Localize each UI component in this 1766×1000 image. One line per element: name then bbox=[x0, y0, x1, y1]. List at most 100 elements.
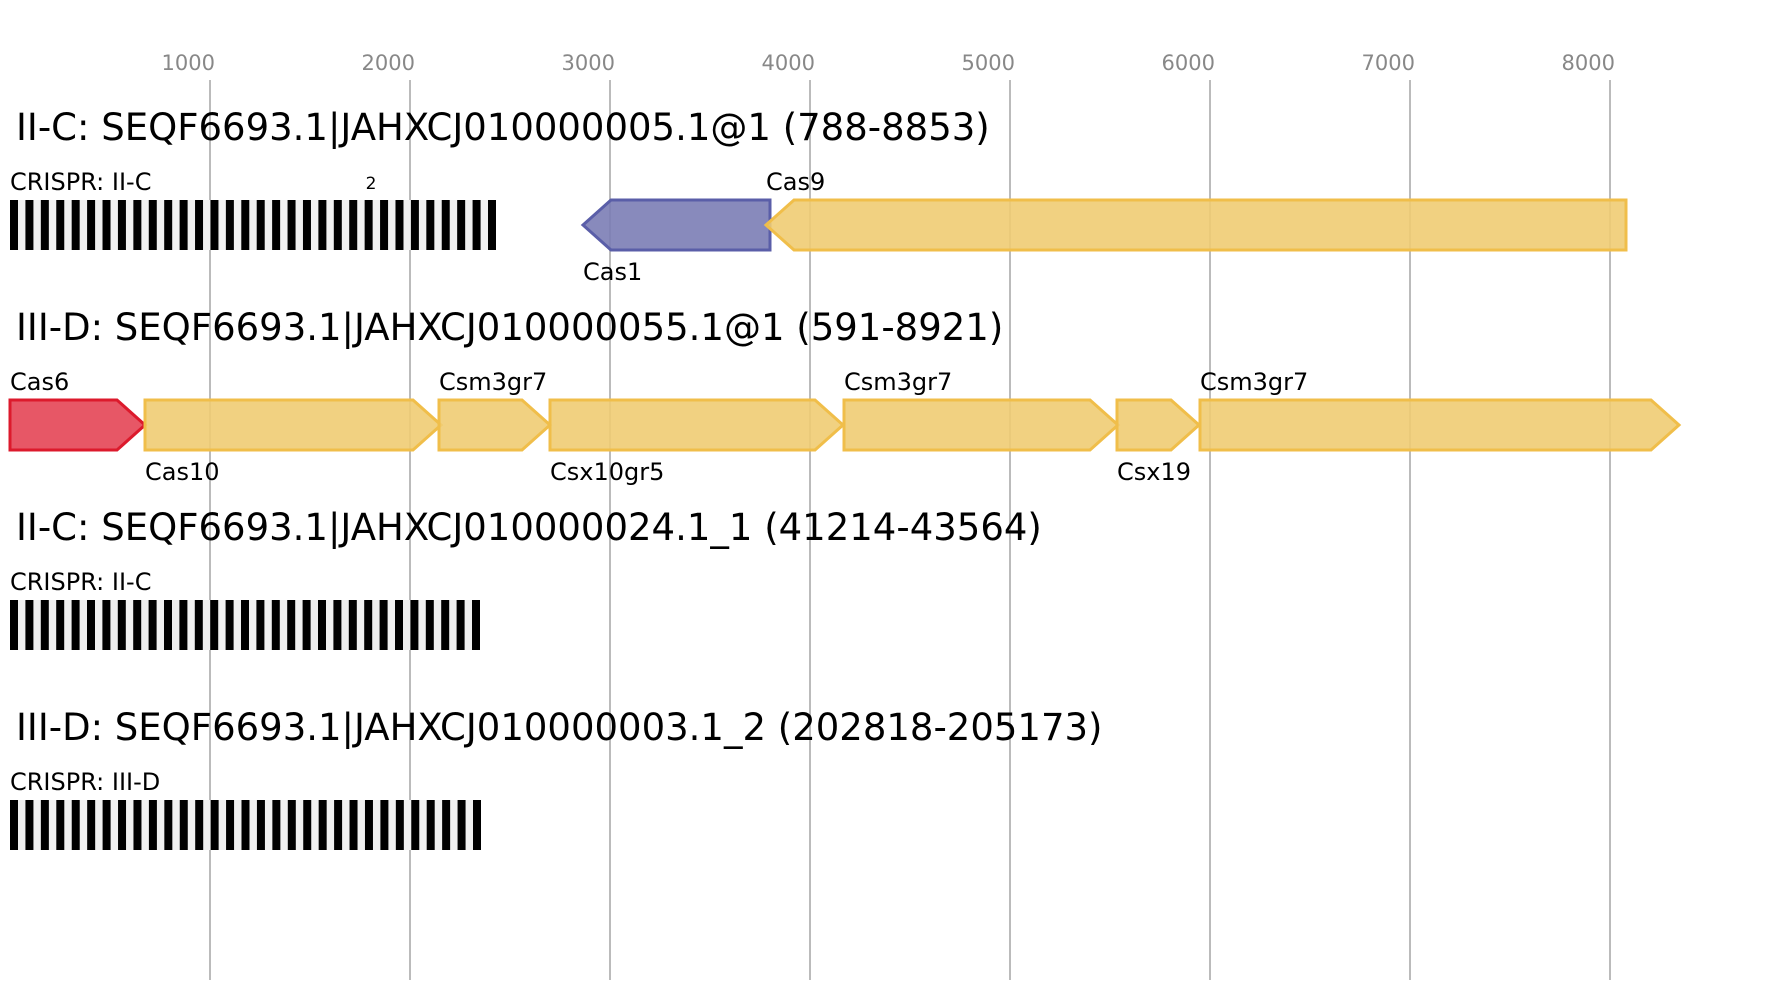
gene-arrow-cas9 bbox=[763, 198, 1628, 252]
crispr-repeat bbox=[348, 600, 357, 650]
crispr-repeat bbox=[379, 600, 388, 650]
locus-row: II-C: SEQF6693.1|JAHXCJ010000005.1@1 (78… bbox=[10, 106, 1628, 286]
crispr-repeat bbox=[133, 200, 142, 250]
gene-arrow-csm3gr7 bbox=[1198, 398, 1682, 452]
crispr-repeat bbox=[102, 600, 111, 650]
tick-label: 3000 bbox=[562, 51, 615, 75]
locus-title: III-D: SEQF6693.1|JAHXCJ010000003.1_2 (2… bbox=[16, 706, 1102, 749]
tick-label: 7000 bbox=[1362, 51, 1415, 75]
gene-arrow-cas1 bbox=[580, 198, 772, 252]
crispr-repeat bbox=[148, 200, 157, 250]
gene-arrow-cas10 bbox=[143, 398, 444, 452]
crispr-repeat bbox=[118, 800, 127, 850]
crispr-repeat bbox=[287, 200, 296, 250]
crispr-repeat bbox=[71, 200, 80, 250]
gene-label: Cas1 bbox=[583, 258, 642, 286]
crispr-repeat bbox=[411, 800, 420, 850]
crispr-repeat bbox=[25, 200, 34, 250]
crispr-repeat bbox=[488, 200, 496, 250]
crispr-repeat bbox=[318, 600, 326, 650]
crispr-repeat bbox=[25, 800, 34, 850]
crispr-repeat bbox=[133, 800, 142, 850]
crispr-repeat bbox=[256, 800, 265, 850]
crispr-repeat bbox=[179, 600, 188, 650]
crispr-repeat bbox=[56, 200, 65, 250]
crispr-repeat bbox=[194, 600, 203, 650]
crispr-repeat bbox=[472, 200, 481, 250]
crispr-repeat bbox=[225, 200, 234, 250]
crispr-repeat bbox=[210, 200, 219, 250]
locus-title: II-C: SEQF6693.1|JAHXCJ010000024.1_1 (41… bbox=[16, 506, 1042, 549]
gene-label: Csx19 bbox=[1117, 458, 1191, 486]
crispr-repeat bbox=[349, 200, 358, 250]
crispr-repeat bbox=[272, 800, 281, 850]
crispr-repeat bbox=[179, 200, 188, 250]
crispr-repeat bbox=[457, 200, 466, 250]
crispr-repeat bbox=[40, 800, 49, 850]
crispr-repeat bbox=[164, 600, 172, 650]
crispr-repeat bbox=[10, 600, 18, 650]
crispr-repeat bbox=[241, 200, 250, 250]
crispr-repeat bbox=[303, 800, 312, 850]
crispr-repeat bbox=[164, 200, 173, 250]
crispr-repeat bbox=[133, 600, 142, 650]
locus-title: III-D: SEQF6693.1|JAHXCJ010000055.1@1 (5… bbox=[16, 306, 1003, 349]
gene-arrow-csm3gr7 bbox=[842, 398, 1121, 452]
crispr-repeat bbox=[318, 800, 327, 850]
crispr-repeat bbox=[256, 200, 265, 250]
crispr-repeat bbox=[410, 600, 419, 650]
crispr-repeat bbox=[117, 200, 126, 250]
locus-row: III-D: SEQF6693.1|JAHXCJ010000055.1@1 (5… bbox=[8, 306, 1682, 486]
crispr-repeat bbox=[148, 800, 157, 850]
gene-arrow-csx19 bbox=[1115, 398, 1202, 452]
crispr-repeat bbox=[456, 600, 465, 650]
crispr-spacers bbox=[10, 200, 496, 250]
crispr-repeat bbox=[241, 800, 250, 850]
crispr-repeat bbox=[410, 200, 419, 250]
crispr-repeat bbox=[195, 200, 204, 250]
loci: II-C: SEQF6693.1|JAHXCJ010000005.1@1 (78… bbox=[8, 106, 1682, 850]
gene-label: Csm3gr7 bbox=[1200, 368, 1308, 396]
gene-label: Csm3gr7 bbox=[844, 368, 952, 396]
gene-label: Csx10gr5 bbox=[550, 458, 664, 486]
crispr-repeat bbox=[426, 200, 435, 250]
crispr-repeat bbox=[87, 800, 96, 850]
locus-row: II-C: SEQF6693.1|JAHXCJ010000024.1_1 (41… bbox=[10, 506, 1042, 650]
crispr-repeat bbox=[117, 600, 126, 650]
gene-label: Csm3gr7 bbox=[439, 368, 547, 396]
crispr-label: CRISPR: II-C bbox=[10, 168, 151, 196]
tick-label: 6000 bbox=[1162, 51, 1215, 75]
tick-label: 1000 bbox=[162, 51, 215, 75]
crispr-repeat bbox=[333, 200, 342, 250]
gene-arrow-cas6 bbox=[8, 398, 148, 452]
crispr-repeat bbox=[225, 600, 234, 650]
crispr-repeat bbox=[10, 200, 18, 250]
crispr-repeat bbox=[333, 600, 342, 650]
crispr-repeat bbox=[364, 600, 373, 650]
crispr-repeat bbox=[71, 600, 80, 650]
crispr-repeat bbox=[40, 600, 49, 650]
locus-row: III-D: SEQF6693.1|JAHXCJ010000003.1_2 (2… bbox=[10, 706, 1102, 850]
crispr-repeat bbox=[179, 800, 188, 850]
locus-title: II-C: SEQF6693.1|JAHXCJ010000005.1@1 (78… bbox=[16, 106, 990, 149]
crispr-repeat bbox=[287, 800, 296, 850]
crispr-repeat bbox=[364, 200, 373, 250]
tick-label: 4000 bbox=[762, 51, 815, 75]
crispr-repeat bbox=[364, 800, 373, 850]
crispr-repeat bbox=[210, 800, 219, 850]
crispr-repeat bbox=[164, 800, 173, 850]
crispr-repeat bbox=[473, 800, 481, 850]
crispr-repeat bbox=[380, 800, 389, 850]
crispr-array bbox=[10, 800, 481, 850]
crispr-repeat bbox=[102, 800, 111, 850]
crispr-repeat bbox=[441, 600, 450, 650]
crispr-repeat bbox=[195, 800, 204, 850]
crispr-repeat bbox=[395, 600, 403, 650]
crispr-repeat bbox=[472, 600, 480, 650]
crispr-repeat bbox=[334, 800, 343, 850]
crispr-repeat bbox=[10, 800, 18, 850]
crispr-repeat bbox=[442, 800, 451, 850]
crispr-repeat bbox=[210, 600, 219, 650]
